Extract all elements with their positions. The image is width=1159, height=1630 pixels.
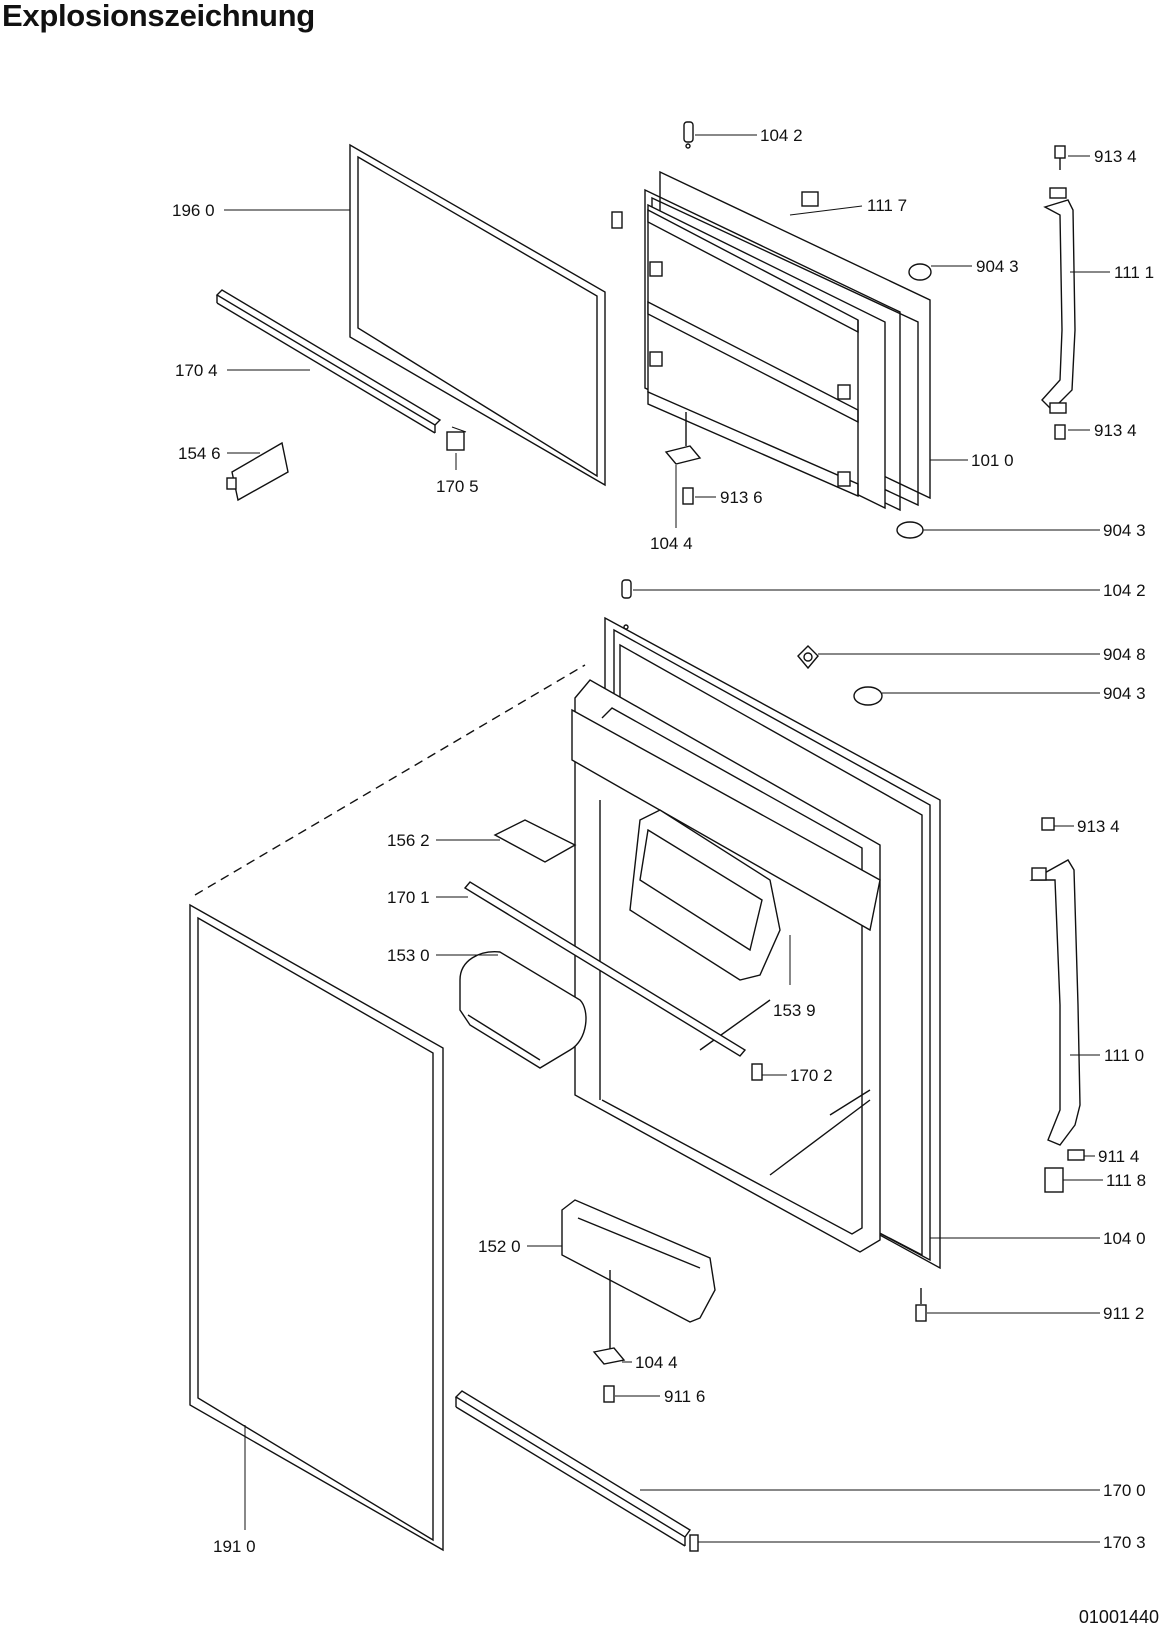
screw-9136 [682,487,694,505]
label-9112: 911 2 [1103,1304,1144,1323]
bracket-1118 [1044,1167,1064,1193]
label-9134b: 913 4 [1094,421,1137,440]
label-1042b: 104 2 [1103,581,1146,600]
screw-9134-a [1054,145,1066,170]
label-1960: 196 0 [172,201,215,220]
label-1520: 152 0 [478,1237,521,1256]
screw-9114 [1067,1149,1085,1161]
cap-9043-lower [896,521,924,539]
label-1703: 170 3 [1103,1533,1146,1552]
label-1546: 154 6 [178,444,221,463]
label-9136: 913 6 [720,488,763,507]
label-9134a: 913 4 [1094,147,1137,166]
label-1117: 111 7 [867,196,907,215]
label-9048: 904 8 [1103,645,1146,664]
end-cap-1705 [446,426,467,451]
handle-1111 [1041,187,1076,414]
label-9134c: 913 4 [1077,817,1120,836]
label-1700: 170 0 [1103,1481,1146,1500]
clip-1702 [751,1063,763,1081]
trim-strip-1700 [454,1390,692,1547]
label-1539: 153 9 [773,1001,816,1020]
screw-9116 [603,1385,615,1403]
screw-9134-c [1041,817,1055,831]
cap-9043-upper [908,263,932,281]
trim-strip-1701 [463,881,747,1057]
handle-1110 [1029,859,1081,1146]
label-1042a: 104 2 [760,126,803,145]
door-shelf-1539 [629,809,781,981]
hinge-1044-upper [664,412,702,465]
label-1044b: 104 4 [635,1353,678,1372]
label-1704: 170 4 [175,361,218,380]
label-1111: 111 1 [1114,263,1154,282]
gasket-lower-1910 [189,903,444,1552]
cover-1546 [226,441,289,502]
screw-9112 [915,1288,927,1322]
leader-1117 [789,205,863,216]
trim-strip-upper [215,289,442,434]
label-9043b: 904 3 [1103,521,1146,540]
page-title: Explosionszeichnung [2,0,315,33]
assembly-line [194,664,586,896]
label-1118: 111 8 [1106,1171,1146,1190]
label-1530: 153 0 [387,946,430,965]
label-1702: 170 2 [790,1066,833,1085]
screw-9134-b [1054,424,1066,440]
clip-9048 [797,645,819,670]
small-clip [611,211,623,229]
hinge-1044-lower [592,1270,626,1365]
label-1562: 156 2 [387,831,430,850]
label-1110: 111 0 [1104,1046,1144,1065]
label-1044a: 104 4 [650,534,693,553]
document-number: 01001440 [1078,1607,1159,1627]
pin-1042-upper [683,121,694,149]
label-9043c: 904 3 [1103,684,1146,703]
gasket-upper [349,143,606,487]
label-1910: 191 0 [213,1537,256,1556]
bottle-shelf-1520 [561,1199,716,1323]
label-1040: 104 0 [1103,1229,1146,1248]
butter-compartment-1530 [459,951,587,1069]
label-9043a: 904 3 [976,257,1019,276]
end-cap-1703 [689,1534,699,1552]
label-plate-1117 [801,191,819,207]
cap-9043-door [853,686,883,706]
label-1701: 170 1 [387,888,430,907]
cover-1562 [493,819,577,863]
label-1705: 170 5 [436,477,479,496]
label-1010: 101 0 [971,451,1014,470]
pin-1042-lower [621,579,632,630]
label-9116: 911 6 [664,1387,705,1406]
label-9114: 911 4 [1098,1147,1139,1166]
freezer-inner-door-1010 [644,170,931,512]
